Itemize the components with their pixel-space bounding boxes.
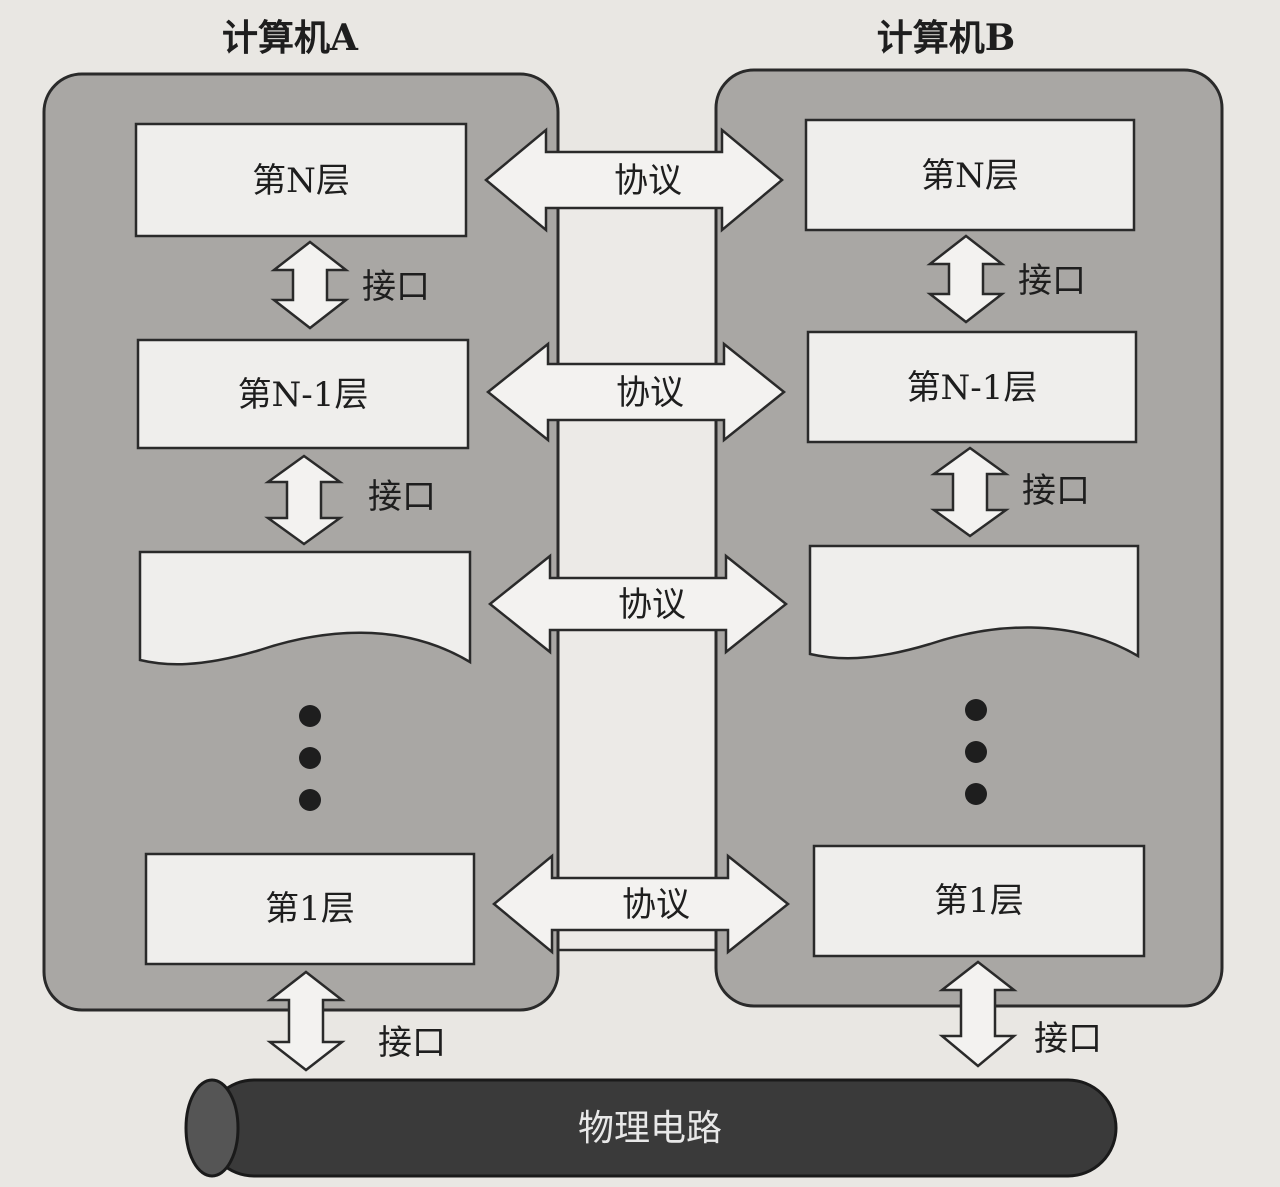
- a-ellipsis-dot: [299, 705, 321, 727]
- computer-b-title: 计算机B: [877, 17, 1015, 59]
- protocol-label-layer-1: 协议: [622, 885, 690, 925]
- b-layer-n-label: 第N层: [921, 156, 1019, 196]
- a-layer-n-label: 第N层: [252, 161, 350, 201]
- a-ellipsis-dot: [299, 747, 321, 769]
- a-interface-arrow-mid: [264, 454, 344, 546]
- a-layer-n-box: [134, 122, 468, 238]
- b-layer-1-box: [812, 844, 1146, 958]
- computer-a-title: 计算机A: [222, 17, 359, 59]
- b-interface-label-top: 接口: [1018, 261, 1086, 301]
- a-layer-n-minus-1-box: [136, 338, 470, 450]
- protocol-arrow-layer-mid: [487, 553, 789, 655]
- b-interface-arrow-top: [926, 234, 1006, 324]
- a-interface-arrow-bottom: [266, 970, 346, 1072]
- b-interface-label-bottom: 接口: [1034, 1019, 1102, 1059]
- a-layer-n-minus-1-label: 第N-1层: [238, 375, 369, 415]
- b-ellipsis-dot: [965, 741, 987, 763]
- a-layer-partial-box: [138, 550, 472, 666]
- protocol-arrow-layer-n: [484, 127, 784, 233]
- protocol-arrow-layer-n-minus-1: [485, 341, 787, 443]
- b-layer-n-minus-1-box: [806, 330, 1138, 444]
- protocol-channel: [556, 188, 718, 952]
- b-layer-n-box: [804, 118, 1136, 232]
- protocol-label-layer-mid: 协议: [618, 585, 686, 625]
- b-ellipsis-dot: [965, 783, 987, 805]
- protocol-label-layer-n: 协议: [614, 161, 682, 201]
- a-interface-arrow-top: [270, 240, 350, 330]
- protocol-label-layer-n-minus-1: 协议: [616, 373, 684, 413]
- b-interface-arrow-mid: [930, 446, 1010, 538]
- b-ellipsis-dot: [965, 699, 987, 721]
- b-layer-partial-box: [808, 544, 1140, 660]
- a-interface-label-top: 接口: [362, 267, 430, 307]
- b-layer-1-label: 第1层: [934, 881, 1024, 921]
- a-layer-1-box: [144, 852, 476, 966]
- b-interface-arrow-bottom: [938, 960, 1018, 1068]
- a-interface-label-mid: 接口: [368, 477, 436, 517]
- protocol-arrow-layer-1: [492, 853, 791, 955]
- b-layer-n-minus-1-label: 第N-1层: [907, 368, 1038, 408]
- a-layer-1-label: 第1层: [265, 889, 355, 929]
- physical-circuit-end: [184, 1078, 240, 1178]
- a-interface-label-bottom: 接口: [378, 1023, 446, 1063]
- a-ellipsis-dot: [299, 789, 321, 811]
- physical-circuit-label: 物理电路: [578, 1108, 722, 1149]
- b-interface-label-mid: 接口: [1022, 471, 1090, 511]
